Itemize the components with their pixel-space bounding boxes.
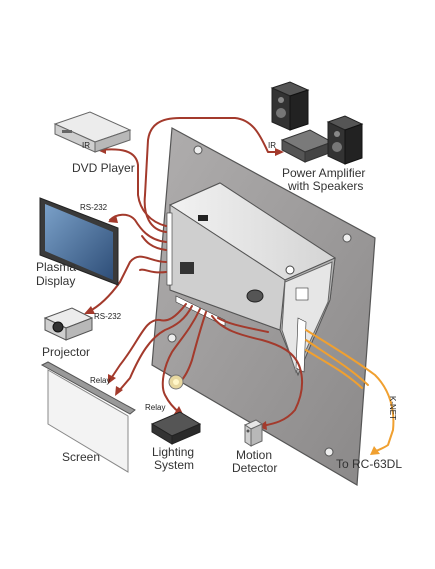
top-terminal-block bbox=[295, 287, 309, 301]
to-rc-label: To RC-63DL bbox=[336, 457, 402, 471]
dvd-player-label: DVD Player bbox=[72, 161, 135, 175]
plate-screw bbox=[193, 145, 203, 155]
motion-label-line1: Motion bbox=[236, 448, 272, 462]
lighting-relay-tag: Relay bbox=[145, 403, 165, 412]
controller-unit bbox=[166, 182, 337, 377]
wire-arrowhead bbox=[370, 446, 380, 455]
projection-screen bbox=[40, 361, 136, 473]
right-terminal-block bbox=[295, 317, 307, 373]
plate-screw bbox=[167, 333, 177, 343]
wire-motion-detector-2 bbox=[217, 317, 269, 333]
wire-projector-rs232 bbox=[87, 255, 167, 313]
screen-relay-tag: Relay bbox=[90, 376, 110, 385]
motion-detector bbox=[243, 419, 264, 447]
power-connector bbox=[246, 289, 264, 303]
ground-screw bbox=[285, 265, 295, 275]
wire-projector-return bbox=[139, 268, 167, 274]
lighting-controller bbox=[150, 411, 202, 445]
wire-plasma-rs232 bbox=[109, 213, 167, 243]
status-led bbox=[198, 215, 208, 221]
wire-motion-detector bbox=[211, 315, 304, 427]
power-amp-label-line1: Power Amplifier bbox=[282, 166, 365, 180]
wire-knet-2 bbox=[305, 339, 369, 386]
wire-arrowhead bbox=[275, 148, 284, 156]
power-amplifier bbox=[280, 129, 334, 163]
wire-arrowhead bbox=[108, 374, 116, 384]
plasma-display bbox=[39, 197, 119, 286]
lighting-label-line1: Lighting bbox=[152, 445, 194, 459]
plasma-label-line2: Display bbox=[36, 274, 75, 288]
ethernet-port bbox=[180, 262, 194, 274]
wire-screen-relay bbox=[109, 303, 187, 381]
wire-lighting-relay bbox=[161, 308, 201, 414]
wire-arrowhead bbox=[115, 386, 123, 396]
plate-screw bbox=[342, 233, 352, 243]
wire-arrowhead bbox=[108, 215, 118, 223]
wire-knet bbox=[305, 329, 395, 453]
speaker-right bbox=[326, 115, 364, 165]
screen-label: Screen bbox=[62, 450, 100, 464]
projector-label: Projector bbox=[42, 345, 90, 359]
projector bbox=[43, 307, 94, 341]
wire-plasma-return bbox=[141, 235, 167, 251]
lamp bbox=[168, 374, 184, 390]
wire-amp-ir bbox=[143, 117, 281, 233]
wire-screen-relay-2 bbox=[117, 305, 193, 393]
knet-tag: K-NET bbox=[388, 396, 397, 420]
dvd-player bbox=[53, 111, 132, 153]
wire-knet-3 bbox=[305, 349, 363, 389]
lighting-label-line2: System bbox=[154, 458, 194, 472]
amp-ir-tag: IR bbox=[268, 141, 276, 150]
speaker-left bbox=[270, 81, 310, 131]
plate-screw bbox=[324, 447, 334, 457]
wire-lighting-lamp bbox=[179, 311, 207, 383]
dvd-ir-tag: IR bbox=[82, 141, 90, 150]
left-terminal-block bbox=[166, 212, 173, 286]
motion-label-line2: Detector bbox=[232, 461, 277, 475]
power-amp-label-line2: with Speakers bbox=[287, 179, 363, 193]
plasma-label-line1: Plasma bbox=[36, 260, 76, 274]
projector-rs232-tag: RS-232 bbox=[94, 312, 122, 321]
plasma-rs232-tag: RS-232 bbox=[80, 203, 108, 212]
wire-dvd-ir bbox=[99, 148, 167, 227]
wire-arrowhead bbox=[84, 306, 95, 314]
